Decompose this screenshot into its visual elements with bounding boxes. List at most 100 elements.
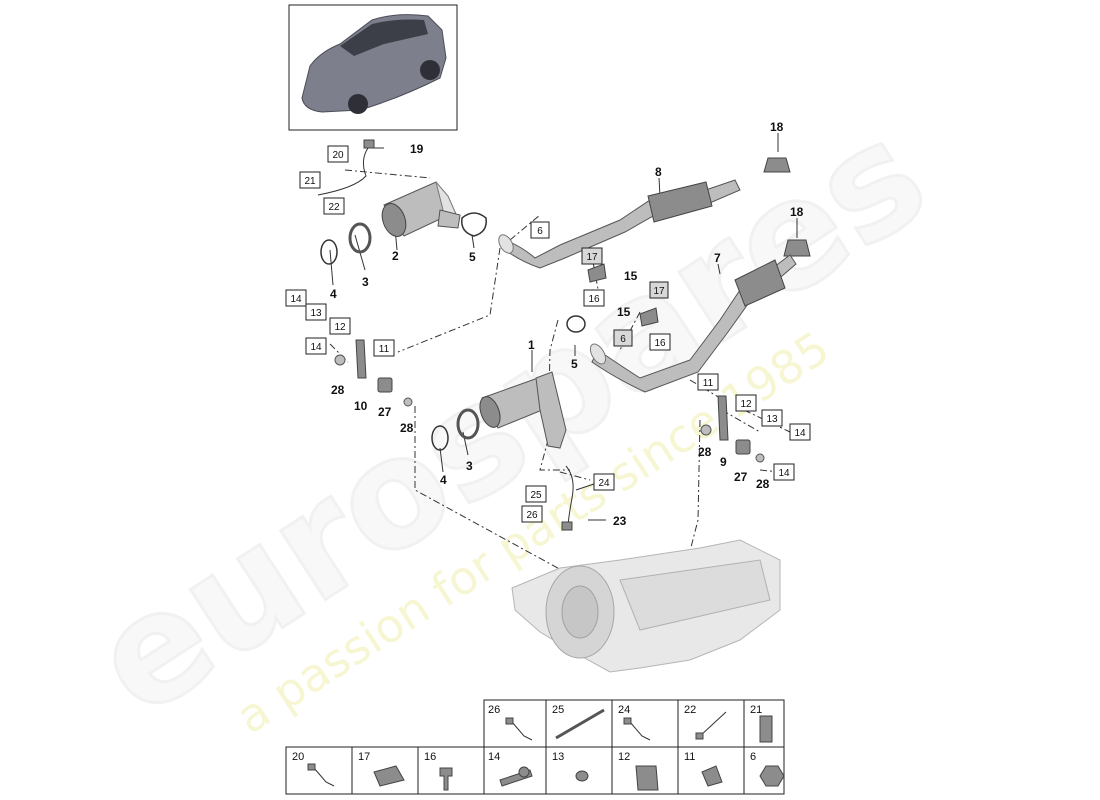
callout-18-lower: 18 [790, 205, 804, 219]
callout-18-upper: 18 [770, 120, 784, 134]
hanger-lower [783, 239, 811, 257]
bracket-left [355, 339, 367, 379]
sensor-cable-icon-26-head [505, 717, 514, 725]
bracket-small-lower [639, 307, 659, 327]
legend-cell-21: 21 [750, 704, 762, 716]
callout-17-lower: 17 [653, 286, 665, 297]
callout-12-b: 12 [740, 399, 752, 410]
callout-16-upper: 16 [588, 294, 600, 305]
sensor-cable-icon-24 [629, 721, 651, 741]
legend-cell-22: 22 [684, 704, 696, 716]
bolt-icon-16 [439, 767, 453, 791]
callout-8: 8 [655, 165, 662, 179]
callout-14-d: 14 [778, 468, 790, 479]
callout-14-b: 14 [310, 342, 322, 353]
legend-cell-17: 17 [358, 751, 370, 763]
callout-5-upper: 5 [469, 250, 476, 264]
legend-cell-14: 14 [488, 751, 500, 763]
clamp-lower [456, 408, 480, 440]
exhaust-pipe-lower [589, 254, 797, 393]
legend-cell-25: 25 [552, 704, 564, 716]
sensor-cable-icon-25 [555, 708, 605, 740]
exhaust-pipe-upper [498, 179, 741, 269]
callout-14-a: 14 [290, 294, 302, 305]
bracket-small-upper [587, 263, 607, 283]
sensor-cable-icon-26 [511, 721, 533, 741]
callout-13-b: 13 [766, 414, 778, 425]
bracket-right [717, 395, 729, 441]
oxygen-sensor-upper-cable [317, 147, 369, 196]
parts-legend: 26 25 24 22 21 20 17 16 [285, 699, 785, 795]
hanger-upper [763, 157, 791, 173]
callout-1: 1 [528, 338, 535, 352]
mount-bolt-left [334, 354, 346, 366]
callout-3-lower: 3 [466, 459, 473, 473]
callout-25: 25 [530, 490, 542, 501]
callout-10: 10 [354, 399, 368, 413]
legend-cell-26: 26 [488, 704, 500, 716]
callout-3-upper: 3 [362, 275, 369, 289]
bolt-icon-11 [701, 765, 723, 787]
callout-5-lower: 5 [571, 357, 578, 371]
legend-cell-16: 16 [424, 751, 436, 763]
rubber-mount-left [377, 377, 393, 393]
vehicle-wheel-rear [420, 60, 440, 80]
callout-15-lower: 15 [617, 305, 631, 319]
nut-left [403, 397, 413, 407]
sensor-cable-icon-22-head [695, 732, 704, 740]
washer-icon-13 [575, 770, 589, 782]
callout-23: 23 [613, 514, 627, 528]
callout-11-a: 11 [379, 344, 390, 355]
vehicle-thumbnail [288, 4, 458, 131]
callout-6-lower: 6 [620, 334, 626, 345]
rubber-mount-right [735, 439, 751, 455]
callout-20: 20 [332, 150, 344, 161]
nut-icon-6 [759, 765, 785, 787]
oxygen-sensor-lower [561, 521, 573, 531]
gasket-flange-upper [461, 212, 487, 237]
catalytic-converter-lower [479, 371, 567, 449]
parts [317, 139, 811, 673]
sensor-cable-icon-24-head [623, 717, 632, 725]
nut-right [755, 453, 765, 463]
legend-cell-12: 12 [618, 751, 630, 763]
callout-12-a: 12 [334, 322, 346, 333]
gasket-lower [431, 425, 449, 451]
spring-icon-12 [635, 765, 659, 791]
sensor-cable-icon-22 [699, 711, 727, 737]
legend-cell-11: 11 [684, 751, 695, 763]
callout-11-b: 11 [703, 378, 714, 389]
legend-top-row: 26 25 24 22 21 [483, 699, 785, 748]
vehicle-wheel-front [348, 94, 368, 114]
legend-cell-13: 13 [552, 751, 564, 763]
sensor-cable-icon-20 [313, 767, 335, 787]
vehicle-body [301, 14, 447, 113]
callout-28-c: 28 [698, 445, 712, 459]
callout-numbers: 19 8 18 18 2 3 4 5 15 7 15 1 5 28 10 27 … [330, 120, 804, 528]
vehicle-windows [340, 19, 428, 56]
callout-21: 21 [304, 176, 316, 187]
callout-24: 24 [598, 478, 610, 489]
transmission [511, 539, 781, 673]
callout-13-a: 13 [310, 308, 322, 319]
callout-28-b: 28 [400, 421, 414, 435]
gasket-upper [320, 239, 338, 265]
callout-14-c: 14 [794, 428, 806, 439]
callout-22: 22 [328, 202, 340, 213]
gasket-flange-lower [566, 315, 586, 333]
catalytic-converter-upper [381, 181, 461, 237]
callout-28-d: 28 [756, 477, 770, 491]
callout-7: 7 [714, 251, 721, 265]
clamp-upper [348, 222, 372, 254]
callout-9: 9 [720, 455, 727, 469]
callout-26: 26 [526, 510, 538, 521]
callout-6-upper: 6 [537, 226, 543, 237]
callout-19: 19 [410, 142, 424, 156]
callout-27-a: 27 [378, 405, 392, 419]
bolt-icon-14-head [518, 766, 530, 778]
legend-cell-20: 20 [292, 751, 304, 763]
callout-27-b: 27 [734, 470, 748, 484]
callout-4-lower: 4 [440, 473, 447, 487]
legend-cell-6: 6 [750, 751, 756, 763]
